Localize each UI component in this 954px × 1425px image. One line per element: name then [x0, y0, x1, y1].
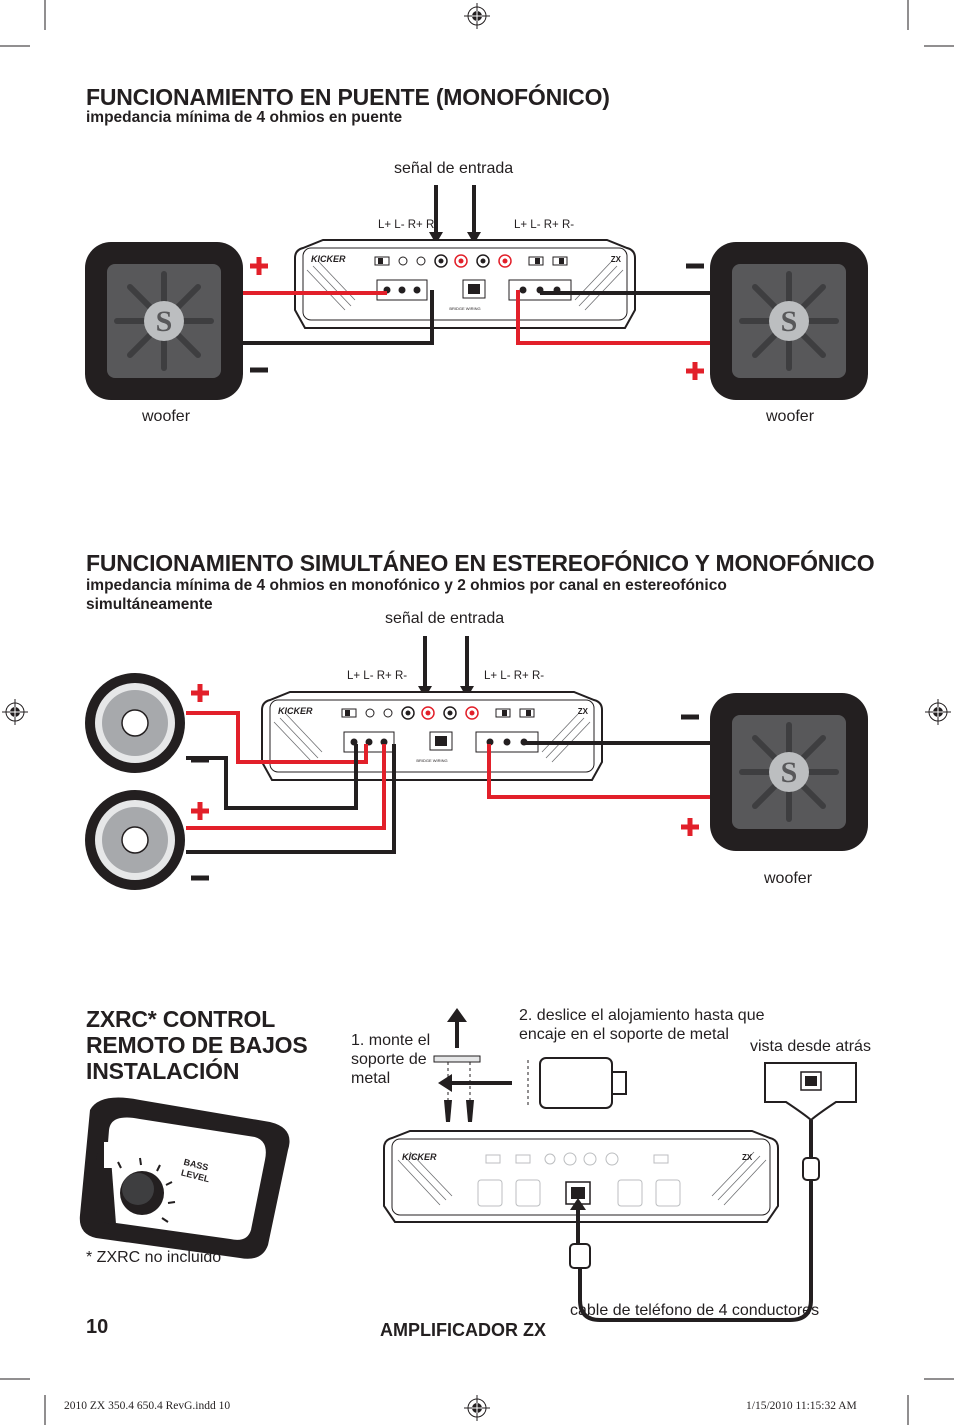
- registration-mark-bottom: [463, 1394, 491, 1422]
- section3-title-line2: REMOTO DE BAJOS: [86, 1032, 308, 1058]
- step1-line2: soporte de: [351, 1051, 427, 1068]
- minus-sign: [681, 714, 699, 720]
- input-signal-label: señal de entrada: [394, 160, 514, 177]
- woofer-right: [710, 242, 868, 400]
- registration-mark-top: [463, 2, 491, 30]
- svg-text:ZX: ZX: [742, 1153, 753, 1162]
- plus-sign: [191, 684, 209, 702]
- amplifier-3: KICKER ZX: [383, 1130, 779, 1223]
- section2-subtitle-line2: simultáneamente: [86, 596, 213, 613]
- section1-title: FUNCIONAMIENTO EN PUENTE (MONOFÓNICO): [86, 84, 610, 110]
- plus-sign: [686, 362, 704, 380]
- section1-subtitle: impedancia mínima de 4 ohmios en puente: [86, 109, 403, 126]
- woofer-label-left: woofer: [142, 408, 191, 425]
- section3-title-line1: ZXRC* CONTROL: [86, 1006, 276, 1032]
- woofer-label-right: woofer: [766, 408, 815, 425]
- plus-sign: [681, 818, 699, 836]
- minus-sign: [191, 757, 209, 763]
- step2-line1: 2. deslice el alojamiento hasta que: [519, 1007, 765, 1024]
- woofer-right: [710, 693, 868, 851]
- product-name: AMPLIFICADOR ZX: [380, 1320, 546, 1340]
- registration-mark-left: [1, 698, 29, 726]
- woofer-left: [85, 242, 243, 400]
- print-file-info: 2010 ZX 350.4 650.4 RevG.indd 10: [64, 1400, 231, 1412]
- section2-title: FUNCIONAMIENTO SIMULTÁNEO EN ESTEREOFÓNI…: [86, 550, 875, 576]
- terminal-label-right: L+ L- R+ R-: [484, 670, 545, 682]
- not-included-note: * ZXRC no incluido: [86, 1249, 222, 1266]
- remote-install-diagram: KICKER ZX: [79, 1008, 857, 1322]
- input-signal-label: señal de entrada: [385, 610, 505, 627]
- terminal-label-left: L+ L- R+ R-: [378, 219, 439, 231]
- terminal-label-right: L+ L- R+ R-: [514, 219, 575, 231]
- page-number: 10: [86, 1316, 109, 1338]
- svg-text:KICKER: KICKER: [402, 1152, 437, 1162]
- step2-line2: encaje en el soporte de metal: [519, 1026, 729, 1043]
- registration-mark-right: [924, 698, 952, 726]
- stereo-mono-diagram: [84, 636, 868, 891]
- round-woofer-top: [84, 672, 186, 774]
- zxrc-remote: [79, 1097, 290, 1259]
- amplifier-1: [294, 239, 636, 329]
- plus-sign: [250, 257, 268, 275]
- step1-line1: 1. monte el: [351, 1032, 431, 1049]
- rear-view-label: vista desde atrás: [750, 1038, 871, 1055]
- step1-line3: metal: [351, 1070, 391, 1087]
- minus-sign: [191, 875, 209, 881]
- amplifier-2: [261, 691, 603, 781]
- bridge-diagram: [85, 185, 868, 400]
- section2-subtitle-line1: impedancia mínima de 4 ohmios en monofón…: [86, 577, 727, 594]
- cable-label: cable de teléfono de 4 conductores: [570, 1302, 820, 1319]
- minus-sign: [250, 367, 268, 373]
- section3-title-line3: INSTALACIÓN: [86, 1058, 240, 1084]
- woofer-label-right: woofer: [764, 870, 813, 887]
- plus-sign: [191, 802, 209, 820]
- terminal-label-left: L+ L- R+ R-: [347, 670, 408, 682]
- round-woofer-bottom: [84, 789, 186, 891]
- minus-sign: [686, 263, 704, 269]
- print-date-info: 1/15/2010 11:15:32 AM: [746, 1400, 857, 1412]
